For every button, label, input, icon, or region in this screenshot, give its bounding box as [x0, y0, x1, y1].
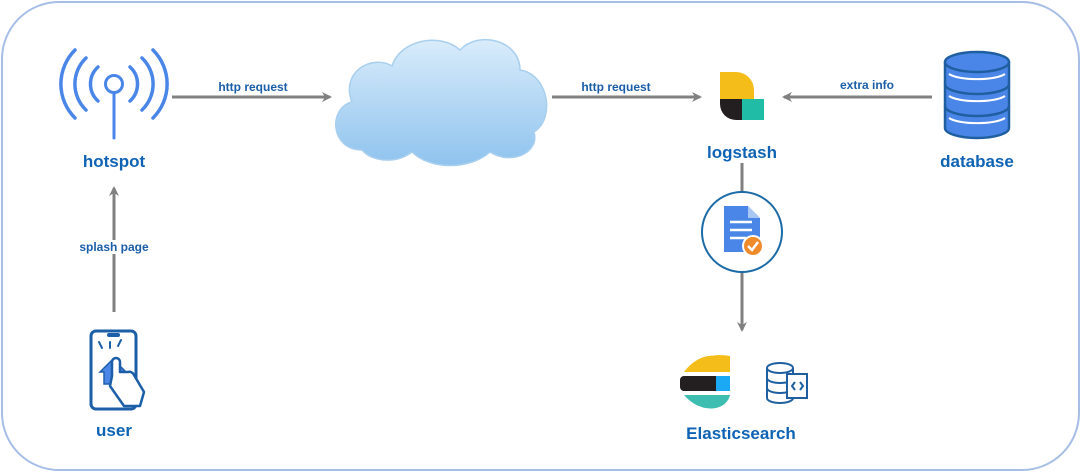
wifi-antenna-icon	[59, 48, 169, 140]
hotspot-label: hotspot	[82, 152, 146, 171]
database-icon	[943, 50, 1011, 140]
elasticsearch-label: Elasticsearch	[686, 424, 796, 443]
cloud-icon	[335, 38, 548, 167]
logstash-logo-icon	[720, 72, 764, 120]
database-code-icon	[766, 362, 808, 404]
user-label: user	[96, 421, 132, 440]
elasticsearch-logo-icon	[680, 355, 730, 409]
edge-label-hotspot-cloud: http request	[208, 80, 298, 94]
logstash-label: logstash	[707, 143, 777, 162]
edge-label-cloud-logstash: http request	[571, 80, 661, 94]
database-label: database	[940, 152, 1014, 171]
touch-phone-icon	[89, 329, 146, 411]
document-check-icon	[701, 191, 783, 273]
edge-label-user-hotspot: splash page	[70, 240, 158, 254]
edge-label-database-logstash: extra info	[832, 78, 902, 92]
